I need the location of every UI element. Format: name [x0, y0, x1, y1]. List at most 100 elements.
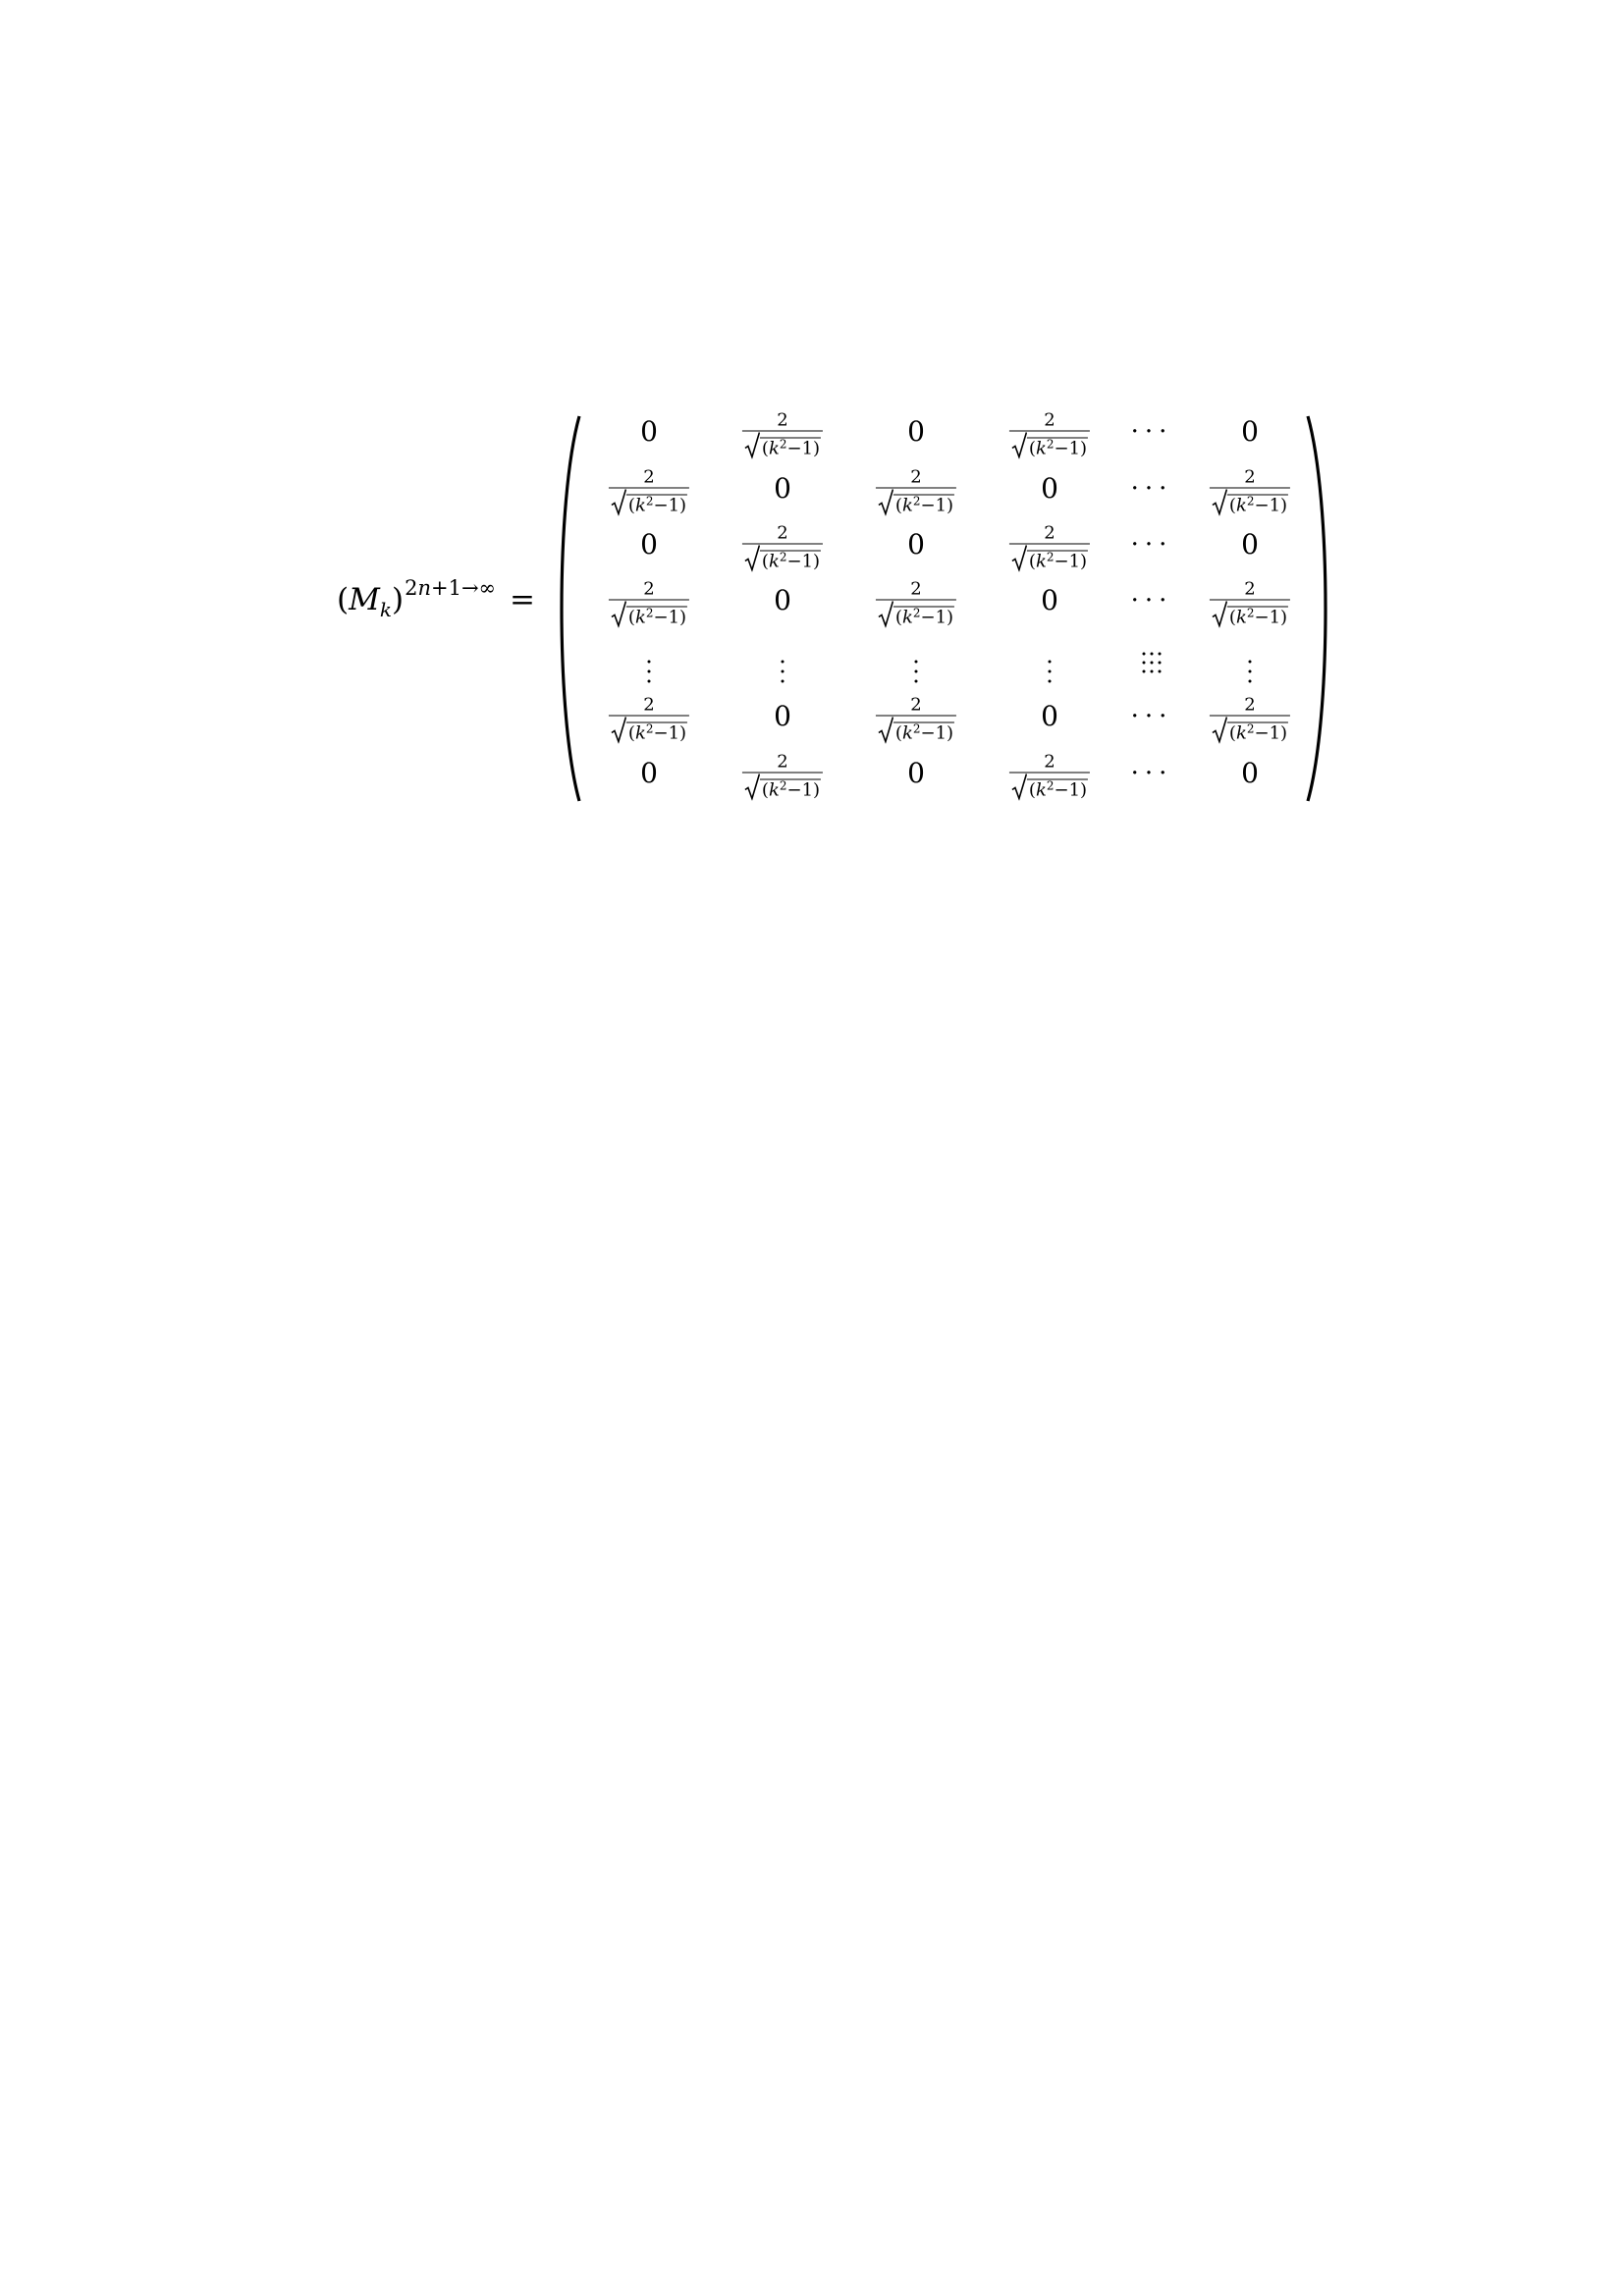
- fraction-denominator-sqrt: (k2−1): [878, 489, 955, 516]
- fraction-denominator-sqrt: (k2−1): [611, 601, 688, 628]
- fraction-bar: (k2−1): [608, 487, 690, 516]
- fraction-bar: (k2−1): [875, 715, 957, 744]
- dot: [1142, 652, 1146, 656]
- fraction-bar: (k2−1): [741, 430, 824, 459]
- radicand-open: (: [894, 722, 902, 744]
- matrix-entry-r5-c2: [781, 643, 785, 683]
- radicand-open: (: [1228, 607, 1236, 628]
- fraction-bar: (k2−1): [1209, 599, 1291, 628]
- sqrt-radicand: (k2−1): [1226, 494, 1289, 516]
- dot: [914, 660, 918, 664]
- entry-zero: 0: [907, 415, 925, 448]
- matrix-entry-r7-c1: 0: [640, 760, 658, 787]
- dot: [1248, 679, 1252, 683]
- radicand-exp: 2: [779, 437, 787, 452]
- entry-vdots-icon: [914, 660, 918, 683]
- sqrt-radicand: (k2−1): [893, 606, 955, 628]
- radicand-open: (: [761, 779, 769, 801]
- entry-hdots: ···: [1130, 474, 1173, 504]
- fraction-bar: (k2−1): [875, 487, 957, 516]
- fraction-numerator: 2: [1244, 466, 1256, 488]
- sqrt-sign-icon: [1011, 545, 1027, 572]
- sqrt-sign-icon: [878, 601, 893, 628]
- fraction-numerator: 2: [910, 694, 922, 716]
- entry-fraction: 2(k2−1): [875, 468, 957, 516]
- entry-fraction: 2(k2−1): [608, 468, 690, 516]
- matrix-right-paren: [1306, 415, 1327, 802]
- radicand-var: k: [1235, 722, 1247, 744]
- matrix-entry-r4-c4: 0: [1041, 587, 1058, 614]
- dot: [781, 660, 785, 664]
- radicand-rest: −1): [1054, 438, 1088, 459]
- fraction-numerator: 2: [643, 694, 655, 716]
- entry-fraction: 2(k2−1): [608, 694, 690, 744]
- entry-hdots: ···: [1130, 759, 1173, 788]
- matrix-entry-r5-c4: [1048, 643, 1052, 683]
- matrix-entry-r1-c1: 0: [640, 418, 658, 446]
- sqrt-radicand: (k2−1): [1226, 721, 1289, 744]
- entry-fraction: 2(k2−1): [741, 753, 824, 801]
- sqrt-radicand: (k2−1): [625, 606, 688, 628]
- fraction-numerator: 2: [1044, 409, 1056, 431]
- entry-zero: 0: [640, 415, 658, 448]
- matrix-entry-r4-c6: 2(k2−1): [1209, 574, 1291, 628]
- radicand-open: (: [761, 551, 769, 572]
- matrix-entry-r2-c2: 0: [774, 475, 791, 503]
- radicand-rest: −1): [920, 495, 954, 516]
- dot: [1142, 669, 1146, 673]
- sqrt-sign-icon: [1011, 774, 1027, 801]
- sqrt-sign-icon: [611, 601, 626, 628]
- radicand-var: k: [1235, 607, 1247, 628]
- matrix-entry-r3-c6: 0: [1241, 531, 1259, 559]
- radicand-var: k: [634, 495, 646, 516]
- radicand-var: k: [901, 607, 913, 628]
- fraction-numerator: 2: [777, 522, 788, 544]
- fraction-bar: (k2−1): [1209, 715, 1291, 744]
- dot: [781, 669, 785, 673]
- sqrt-sign-icon: [878, 489, 893, 516]
- entry-fraction: 2(k2−1): [1209, 580, 1291, 628]
- radicand-open: (: [1228, 495, 1236, 516]
- fraction-numerator: 2: [1244, 694, 1256, 716]
- entry-hdots: ···: [1130, 586, 1173, 615]
- equation-lhs: (Mk)2n+1→∞=: [337, 578, 535, 620]
- entry-zero: 0: [1041, 472, 1058, 505]
- radicand-var: k: [768, 779, 780, 801]
- sqrt-sign-icon: [1212, 717, 1227, 744]
- sqrt-radicand: (k2−1): [759, 437, 822, 459]
- matrix-entry-r3-c1: 0: [640, 531, 658, 559]
- radicand-open: (: [1228, 722, 1236, 744]
- fraction-denominator-sqrt: (k2−1): [1212, 601, 1289, 628]
- matrix-entry-r2-c3: 2(k2−1): [875, 462, 957, 516]
- dot: [1150, 652, 1154, 656]
- dot: [1158, 669, 1162, 673]
- radicand-exp: 2: [1046, 437, 1055, 452]
- radicand-var: k: [1035, 779, 1047, 801]
- lhs-sup-a: 2: [405, 576, 418, 600]
- entry-zero: 0: [907, 757, 925, 789]
- matrix-entry-r3-c5: ···: [1131, 532, 1173, 558]
- matrix-entry-r1-c4: 2(k2−1): [1008, 405, 1091, 459]
- radicand-exp: 2: [912, 494, 921, 508]
- radicand-exp: 2: [1246, 494, 1255, 508]
- dot: [1158, 661, 1162, 665]
- fraction-denominator-sqrt: (k2−1): [1011, 545, 1089, 572]
- radicand-rest: −1): [786, 779, 821, 801]
- radicand-exp: 2: [1246, 721, 1255, 736]
- fraction-denominator-sqrt: (k2−1): [1212, 489, 1289, 516]
- fraction-denominator-sqrt: (k2−1): [744, 432, 822, 459]
- entry-zero: 0: [774, 584, 791, 616]
- radicand-rest: −1): [653, 722, 687, 744]
- radicand-rest: −1): [920, 607, 954, 628]
- radicand-exp: 2: [1046, 778, 1055, 793]
- dot: [914, 679, 918, 683]
- dot: [647, 660, 651, 664]
- radicand-open: (: [627, 607, 635, 628]
- matrix-entry-r5-c6: [1248, 643, 1252, 683]
- matrix-entry-r1-c5: ···: [1131, 419, 1173, 445]
- entry-zero: 0: [907, 528, 925, 561]
- entry-dot-grid-icon: [1142, 652, 1162, 673]
- entry-zero: 0: [1241, 757, 1259, 789]
- sqrt-radicand: (k2−1): [759, 550, 822, 572]
- sqrt-radicand: (k2−1): [1026, 778, 1089, 801]
